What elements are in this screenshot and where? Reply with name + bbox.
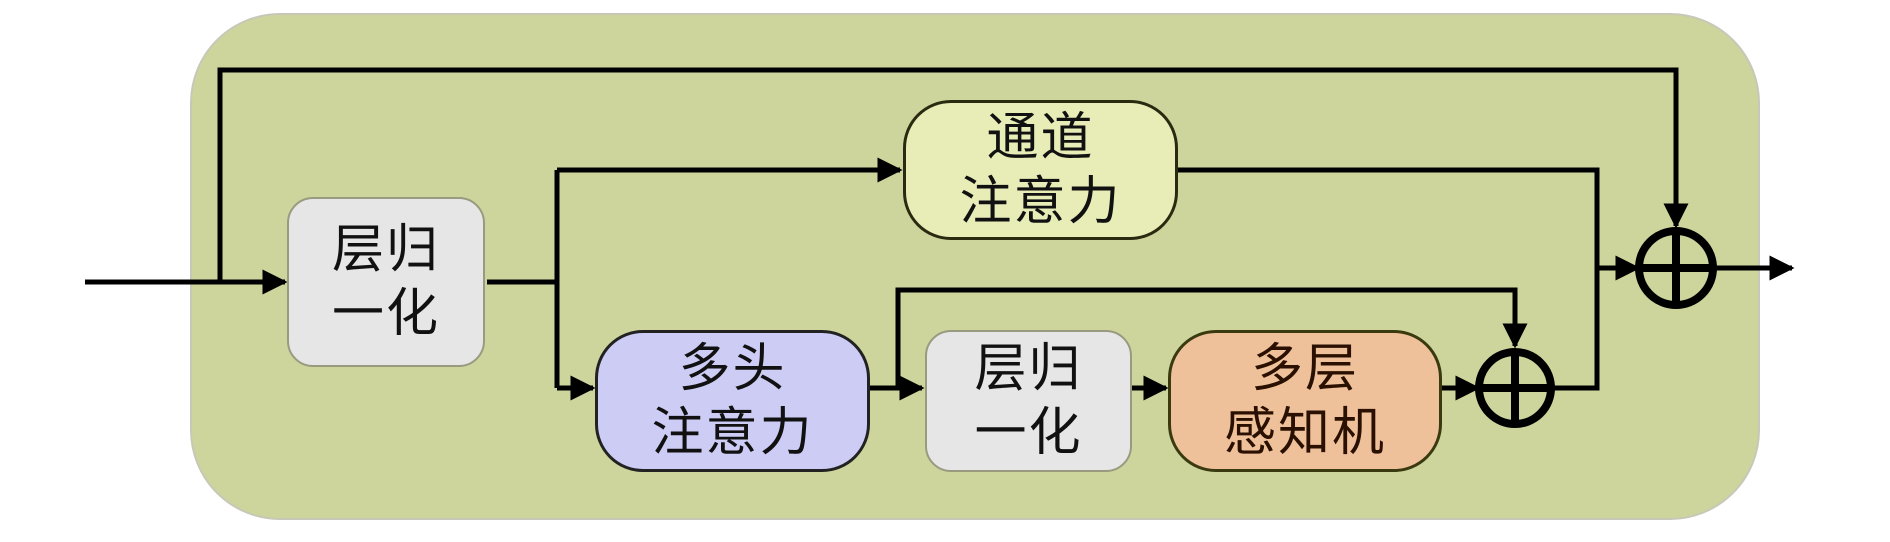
channel-attention-box: 通道 注意力 xyxy=(903,100,1178,240)
node-label-line2: 一化 xyxy=(974,403,1083,463)
node-label-line2: 一化 xyxy=(331,284,440,344)
inner-adder-output-wire xyxy=(1552,268,1600,391)
node-label-line1: 多层 xyxy=(1250,339,1359,399)
inner-skip-connection xyxy=(895,287,1528,388)
node-label-line2: 感知机 xyxy=(1223,403,1386,463)
outer-adder-icon xyxy=(1635,227,1717,309)
layer-norm-1-box: 层归 一化 xyxy=(287,197,485,367)
node-label-line1: 层归 xyxy=(331,220,440,280)
multi-head-attention-box: 多头 注意力 xyxy=(595,330,870,472)
node-label-line1: 层归 xyxy=(974,339,1083,399)
inner-adder-icon xyxy=(1475,348,1555,428)
node-label-line2: 注意力 xyxy=(651,403,814,463)
node-label-line1: 通道 xyxy=(986,108,1095,168)
layer-norm-2-box: 层归 一化 xyxy=(925,330,1132,472)
node-label-line1: 多头 xyxy=(678,339,787,399)
node-label-line2: 注意力 xyxy=(959,172,1122,232)
mlp-box: 多层 感知机 xyxy=(1168,330,1442,472)
outer-skip-connection xyxy=(217,67,1689,282)
channel-attention-output-wire xyxy=(1178,167,1600,268)
